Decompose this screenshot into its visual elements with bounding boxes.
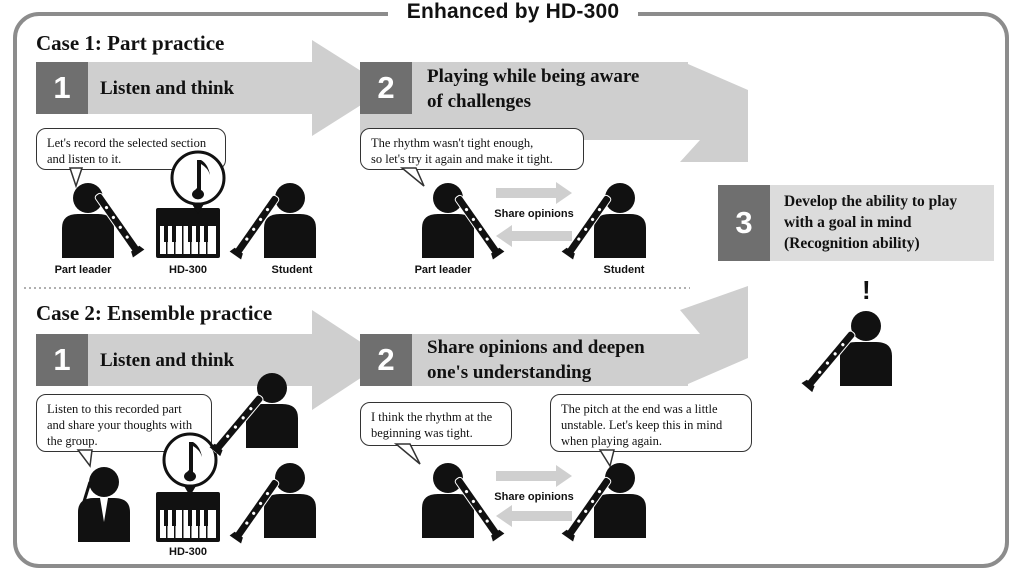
bubble-line: and listen to it. [47, 152, 122, 166]
step3-number: 3 [718, 185, 770, 261]
share-arrow-right-icon [496, 182, 572, 204]
bubble-line: The rhythm wasn't tight enough, [371, 136, 534, 150]
step3-line3: (Recognition ability) [784, 235, 920, 252]
label-hd300-1: HD-300 [169, 264, 207, 276]
case2-step1-number: 1 [36, 334, 88, 386]
share-arrow-right-icon [496, 465, 572, 487]
bubble-line: Listen to this recorded part [47, 402, 182, 416]
case1-student [264, 183, 316, 258]
case2-step1-arrow [36, 310, 388, 410]
label-share-1: Share opinions [494, 208, 574, 220]
case1-step2-label: Playing while being aware of challenges [427, 64, 639, 114]
recognition-player [840, 311, 892, 386]
case1-heading: Case 1: Part practice [36, 31, 225, 55]
case2-step2-line1: Share opinions and deepen [427, 337, 645, 358]
label-share-2: Share opinions [494, 491, 574, 503]
case1-step2-number: 2 [360, 62, 412, 114]
case2-player-right [594, 463, 646, 538]
exclamation-mark: ! [862, 275, 871, 305]
step3-label: Develop the ability to play with a goal … [784, 191, 957, 254]
case1-part-leader-2 [422, 183, 474, 258]
case1-step1-arrow [36, 40, 388, 136]
share-arrow-left-icon [496, 505, 572, 527]
case2-player-left [422, 463, 474, 538]
case2-heading: Case 2: Ensemble practice [36, 301, 273, 325]
label-part-leader-2: Part leader [414, 264, 472, 276]
case1-step1-label: Listen and think [100, 78, 235, 99]
bubble-line: I think the rhythm at the [371, 410, 493, 424]
bubble-line: The pitch at the end was a little [561, 402, 718, 416]
bubble-line: Let's record the selected section [47, 136, 207, 150]
label-hd300-2: HD-300 [169, 546, 207, 558]
bubble-line: beginning was tight. [371, 426, 473, 440]
case2-step2-line2: one's understanding [427, 362, 592, 383]
bubble-line: when playing again. [561, 434, 663, 448]
label-student-2: Student [603, 264, 645, 276]
case1-bubble-2: The rhythm wasn't tight enough, so let's… [360, 128, 584, 170]
label-student-1: Student [271, 264, 313, 276]
conductor [78, 467, 130, 542]
case1-student-2 [594, 183, 646, 258]
music-note-icon [170, 150, 226, 216]
case2-step1-label: Listen and think [100, 350, 235, 371]
bubble-line: unstable. Let's keep this in mind [561, 418, 723, 432]
music-note-icon [162, 432, 218, 498]
share-arrow-left-icon [496, 225, 572, 247]
ensemble-player-bottom [264, 463, 316, 538]
step3-line1: Develop the ability to play [784, 193, 958, 210]
case2-bubble-3: The pitch at the end was a little unstab… [550, 394, 752, 452]
case1-step2-line1: Playing while being aware [427, 66, 640, 87]
case1-part-leader [62, 183, 114, 258]
diagram-title: Enhanced by HD-300 [388, 0, 638, 26]
case2-step2-label: Share opinions and deepen one's understa… [427, 335, 645, 385]
keyboard-icon [156, 492, 220, 542]
keyboard-icon [156, 208, 220, 258]
case1-step2-line2: of challenges [427, 91, 531, 112]
label-part-leader-1: Part leader [54, 264, 112, 276]
case1-step1-number: 1 [36, 62, 88, 114]
case2-step2-arrow [360, 286, 748, 386]
step3-line2: with a goal in mind [784, 214, 912, 231]
case2-bubble-2: I think the rhythm at the beginning was … [360, 402, 512, 446]
step3-band [770, 185, 994, 261]
bubble-line: and share your thoughts with [47, 418, 193, 432]
bubble-line: the group. [47, 434, 98, 448]
case2-step2-number: 2 [360, 334, 412, 386]
bubble-line: so let's try it again and make it tight. [371, 152, 553, 166]
